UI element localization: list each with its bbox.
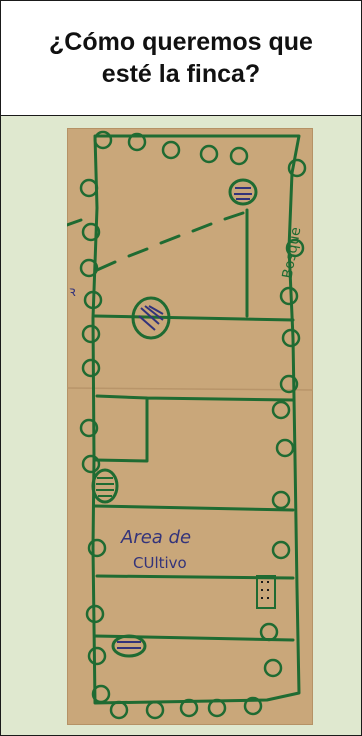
farm-sketch: Bosque Area de CUltivo ꝛ	[67, 128, 313, 725]
tree	[271, 490, 291, 510]
structure-oval	[228, 178, 258, 206]
tree	[271, 540, 291, 560]
tree	[87, 646, 107, 666]
structure-oval	[91, 468, 119, 504]
tree	[279, 374, 299, 394]
tree	[79, 418, 99, 438]
farm-boundary	[91, 134, 301, 705]
tree	[81, 454, 101, 474]
tree	[229, 146, 249, 166]
tree	[207, 698, 227, 718]
tree	[199, 144, 219, 164]
tree	[271, 400, 291, 420]
tree	[281, 328, 301, 348]
cultivo-label: CUltivo	[133, 554, 187, 572]
tree	[81, 324, 101, 344]
tree	[285, 238, 305, 258]
tree	[179, 698, 199, 718]
tree	[127, 132, 147, 152]
structure-oval	[111, 634, 147, 658]
tree	[259, 622, 279, 642]
header: ¿Cómo queremos que esté la finca?	[1, 1, 361, 116]
small-shed	[256, 575, 276, 609]
tree	[79, 258, 99, 278]
area-de-label: Area de	[120, 527, 191, 548]
trees	[79, 130, 307, 720]
tree	[275, 438, 295, 458]
tree	[81, 358, 101, 378]
paper-fold	[67, 387, 313, 391]
tree	[79, 178, 99, 198]
structure-oval	[131, 296, 171, 340]
tree	[161, 140, 181, 160]
tree	[263, 658, 283, 678]
tree	[287, 158, 307, 178]
tree	[93, 130, 113, 150]
edge-mark: ꝛ	[69, 284, 76, 300]
tree	[85, 604, 105, 624]
tree	[83, 290, 103, 310]
forest-area	[93, 208, 295, 322]
tree	[81, 222, 101, 242]
tree	[145, 700, 165, 720]
tree	[87, 538, 107, 558]
tree	[279, 286, 299, 306]
middle-block	[93, 394, 295, 463]
tree	[91, 684, 111, 704]
page-title: ¿Cómo queremos que esté la finca?	[49, 28, 313, 88]
tree	[109, 700, 129, 720]
tree	[243, 696, 263, 716]
forest-dashed-line	[67, 211, 245, 272]
